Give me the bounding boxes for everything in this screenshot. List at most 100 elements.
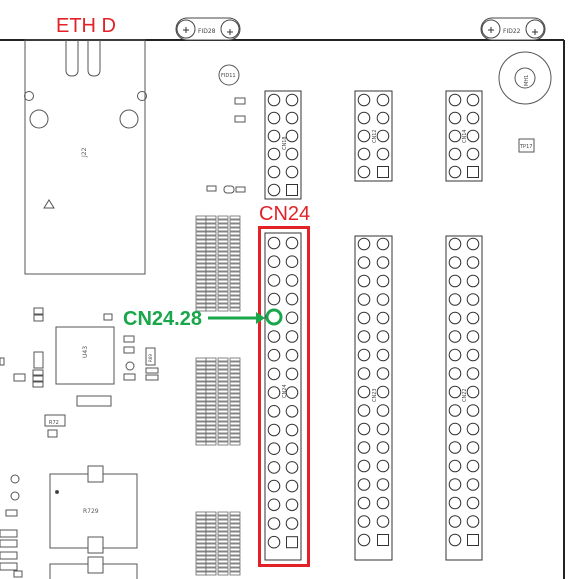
connector-pin (285, 93, 299, 107)
connector-pin (376, 422, 390, 436)
resistor-pad (195, 417, 207, 422)
resistor-pad (229, 535, 241, 540)
resistor-pad (229, 547, 241, 552)
resistor-pad (229, 303, 241, 308)
connector-pin (357, 274, 371, 288)
connector-pin (448, 459, 462, 473)
resistor-pad (217, 219, 229, 224)
resistor-pad (205, 543, 217, 548)
resistor-pad (195, 227, 207, 232)
connector-pin (376, 147, 390, 161)
resistor-pad (205, 535, 217, 540)
resistor-pad (217, 437, 229, 442)
resistor-pad (205, 515, 217, 520)
resistor-pad (217, 275, 229, 280)
resistor-pad (217, 535, 229, 540)
resistor-pad (229, 409, 241, 414)
resistor-pad (205, 267, 217, 272)
resistor-pad (229, 519, 241, 524)
resistor-pad (217, 425, 229, 430)
connector-pin (466, 459, 480, 473)
resistor-pad (217, 239, 229, 244)
resistor-pad (217, 409, 229, 414)
resistor-pad (195, 215, 207, 220)
resistor-pad (229, 405, 241, 410)
connector-pin (448, 93, 462, 107)
j22-label: J22 (81, 147, 88, 158)
resistor-pad (205, 365, 217, 370)
resistor-pad (217, 539, 229, 544)
resistor-pad (195, 393, 207, 398)
resistor-pad (217, 511, 229, 516)
small-components-left (0, 307, 159, 578)
resistor-pad (217, 417, 229, 422)
connector-pin (376, 274, 390, 288)
resistor-pad (205, 401, 217, 406)
resistor-pad (195, 255, 207, 260)
connector-pin (357, 147, 371, 161)
resistor-pad (217, 295, 229, 300)
resistor-pad (217, 559, 229, 564)
connector-pin (357, 533, 371, 547)
resistor-pad (217, 271, 229, 276)
resistor-pad (217, 303, 229, 308)
resistor-pad (229, 251, 241, 256)
connector-pin (467, 534, 479, 546)
resistor-pad (195, 303, 207, 308)
fid22-label: FID22 (503, 28, 521, 35)
resistor-pad (217, 283, 229, 288)
connector-pin (267, 405, 281, 418)
resistor-pad (205, 227, 217, 232)
resistor-pad (195, 519, 207, 524)
resistor-pad (217, 551, 229, 556)
resistor-pad (195, 515, 207, 520)
fiducial-11 (218, 64, 240, 86)
resistor-pad (195, 365, 207, 370)
resistor-pad (229, 377, 241, 382)
resistor-pad (229, 255, 241, 260)
resistor-pad (229, 417, 241, 422)
resistor-pad (205, 409, 217, 414)
resistor-pad (205, 303, 217, 308)
resistor-pad (229, 441, 241, 446)
connector-pin (357, 496, 371, 510)
resistor-pad (229, 307, 241, 312)
resistor-pad (217, 263, 229, 268)
resistor-pad (217, 381, 229, 386)
connector-pin (285, 498, 299, 512)
resistor-pad (217, 377, 229, 382)
cn24-highlight-box (258, 226, 310, 567)
resistor-pad (217, 365, 229, 370)
connector-pin (376, 459, 390, 473)
resistor-pad (229, 369, 241, 374)
resistor-pad (195, 433, 207, 438)
resistor-pad (195, 551, 207, 556)
resistor-pad (229, 275, 241, 280)
cn-main-c-label: CN22 (462, 388, 468, 402)
connector-pin (466, 385, 480, 399)
connector-pin (448, 348, 462, 362)
cn-small-c-label: CN14 (462, 129, 468, 143)
cn24-pin-label: CN24.28 (123, 308, 202, 330)
resistor-pad (205, 295, 217, 300)
resistor-pad (217, 531, 229, 536)
resistor-pad (195, 251, 207, 256)
resistor-pad (229, 279, 241, 284)
connector-pin (448, 147, 462, 161)
connector-pin (285, 147, 299, 161)
resistor-pad (217, 523, 229, 528)
resistor-pad (195, 259, 207, 264)
resistor-pad (205, 271, 217, 276)
resistor-pad (195, 381, 207, 386)
connector-pin (448, 441, 462, 454)
resistor-pad (205, 247, 217, 252)
resistor-pad (229, 429, 241, 434)
resistor-pad (229, 223, 241, 228)
resistor-pad (217, 267, 229, 272)
mounting-hole-mh1 (498, 51, 552, 105)
resistor-pad (205, 307, 217, 312)
connector-pin (285, 386, 299, 399)
connector-pin (357, 330, 371, 343)
resistor-pad (205, 567, 217, 572)
connector-pin (466, 293, 480, 306)
